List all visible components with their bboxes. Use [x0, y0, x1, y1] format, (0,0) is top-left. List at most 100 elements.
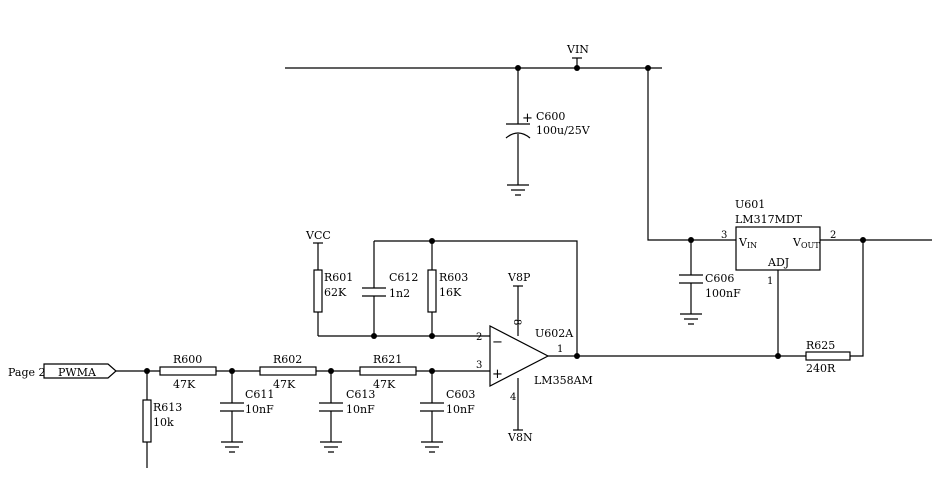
wires	[116, 58, 932, 468]
c603-value: 10nF	[446, 403, 475, 416]
junction-dot	[688, 237, 694, 243]
c603-ref: C603	[446, 388, 475, 401]
u601-pin-number-1: 1	[767, 276, 773, 287]
net-label-vin: VIN	[566, 43, 589, 56]
r613-ref: R613	[153, 401, 182, 414]
resistor-body	[359, 366, 417, 376]
wire-r625-right	[850, 240, 864, 357]
resistor-body	[427, 269, 437, 313]
junction-dot	[429, 368, 435, 374]
port-page-ref: Page 2	[8, 366, 46, 379]
ground-icon	[221, 441, 243, 453]
u602a-ref: U602A	[535, 327, 574, 340]
capacitor-plates	[220, 402, 244, 412]
regulator-u601: U601 LM317MDT VIN VOUT ADJ 3 2 1	[721, 198, 836, 287]
net-label-v8p: V8P	[507, 271, 531, 284]
junction-dot	[645, 65, 651, 71]
r613-value: 10k	[153, 416, 174, 429]
u601-pin-number-3: 3	[721, 230, 727, 241]
resistor-body	[259, 366, 317, 376]
opamp-noninverting-sign: +	[492, 367, 503, 382]
ground-c600	[507, 184, 529, 196]
r625-value: 240R	[806, 362, 836, 375]
capacitor-c606: C606 100nF	[679, 272, 741, 300]
junction-dot	[229, 368, 235, 374]
r603-ref: R603	[439, 271, 468, 284]
port-name: PWMA	[58, 366, 97, 379]
junction-dot	[328, 368, 334, 374]
u602a-pin-8: 8	[511, 319, 522, 325]
ground-c613	[320, 441, 342, 453]
u602a-pin-2: 2	[476, 332, 482, 343]
c600-value: 100u/25V	[536, 124, 591, 137]
resistor-body	[142, 399, 152, 443]
capacitor-plates	[679, 274, 703, 284]
resistor-body	[805, 351, 851, 361]
c611-value: 10nF	[245, 403, 274, 416]
regulator-body	[735, 226, 821, 271]
resistor-r625: R625 240R	[805, 339, 851, 375]
r601-value: 62K	[324, 286, 347, 299]
net-vin: VIN	[566, 43, 589, 59]
junction-dot	[860, 237, 866, 243]
resistor-body	[159, 366, 217, 376]
capacitor-c603: C603 10nF	[420, 388, 475, 416]
u601-ref: U601	[735, 198, 765, 211]
u602a-pin-1: 1	[557, 344, 563, 355]
resistor-r601: R601 62K	[313, 269, 353, 313]
junction-dot	[574, 353, 580, 359]
junction-dot	[515, 65, 521, 71]
junction-dot	[371, 333, 377, 339]
u601-pin-adj: ADJ	[767, 256, 789, 269]
r600-ref: R600	[173, 353, 202, 366]
capacitor-c611: C611 10nF	[220, 388, 274, 416]
capacitor-c613: C613 10nF	[319, 388, 375, 416]
ground-icon	[507, 184, 529, 196]
u602a-part: LM358AM	[534, 374, 593, 387]
capacitor-polarity-mark: +	[522, 111, 533, 126]
wire-feedback-top	[374, 240, 578, 356]
r600-value: 47K	[173, 378, 196, 391]
net-label-v8n: V8N	[507, 431, 533, 444]
r603-value: 16K	[439, 286, 462, 299]
c612-ref: C612	[389, 271, 418, 284]
resistor-r600: R600 47K	[159, 353, 217, 391]
capacitor-curved-plate	[505, 132, 531, 139]
resistor-r603: R603 16K	[427, 269, 468, 313]
u602a-pin-4: 4	[510, 392, 516, 403]
net-label-vcc: VCC	[305, 229, 331, 242]
opamp-u602a: − + 2 3 1 8 4 U602A LM358AM	[476, 319, 593, 403]
capacitor-c600: + C600 100u/25V	[505, 110, 591, 139]
r625-ref: R625	[806, 339, 835, 352]
c612-value: 1n2	[389, 287, 410, 300]
r621-ref: R621	[373, 353, 402, 366]
u601-pin-number-2: 2	[830, 230, 836, 241]
u602a-pin-3: 3	[476, 360, 482, 371]
ground-c611	[221, 441, 243, 453]
capacitor-c612: C612 1n2	[362, 271, 418, 300]
junction-dot	[144, 368, 150, 374]
ground-icon	[421, 441, 443, 453]
resistor-r613: R613 10k	[142, 399, 182, 443]
junction-dot	[775, 353, 781, 359]
junction-dot	[429, 238, 435, 244]
junction-dot	[574, 65, 580, 71]
c600-ref: C600	[536, 110, 565, 123]
u601-part: LM317MDT	[735, 213, 803, 226]
net-v8n: V8N	[507, 429, 533, 444]
port-flag-shape	[43, 363, 117, 379]
r621-value: 47K	[373, 378, 396, 391]
c613-ref: C613	[346, 388, 375, 401]
c611-ref: C611	[245, 388, 274, 401]
r602-ref: R602	[273, 353, 302, 366]
capacitor-plates	[362, 287, 386, 297]
u601-pin-vin: VIN	[738, 236, 757, 250]
wire-vin-drop	[647, 68, 736, 241]
r601-ref: R601	[324, 271, 353, 284]
capacitor-plates	[319, 402, 343, 412]
opamp-triangle	[489, 325, 550, 387]
c606-ref: C606	[705, 272, 734, 285]
junction-dot	[429, 333, 435, 339]
net-v8p: V8P	[507, 271, 531, 287]
